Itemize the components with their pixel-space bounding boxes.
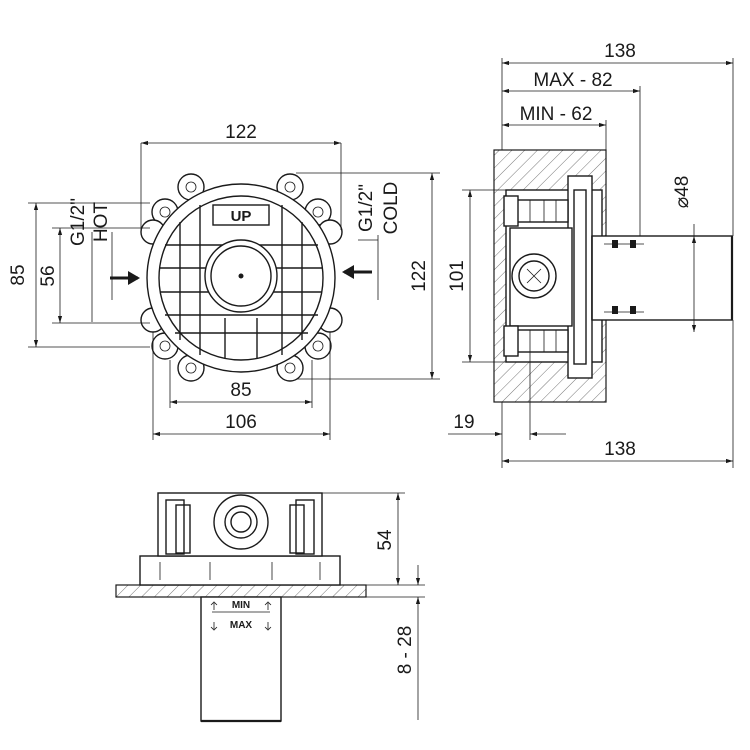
dim-side-min: MIN - 62	[502, 104, 607, 150]
dim-122-top: 122	[225, 122, 257, 143]
min-label: MIN	[232, 600, 250, 611]
hot-label: HOT	[91, 202, 112, 243]
dim-front-width-inner-bottom: 85	[169, 360, 313, 408]
cold-inlet-arrow	[342, 265, 372, 279]
dim-front-width-top: 122	[140, 122, 342, 230]
dim-138-bottom: 138	[604, 439, 636, 460]
bottom-view: MIN MAX 54 8 - 28	[115, 492, 425, 723]
dim-front-height-outer-left: 85	[8, 202, 150, 348]
wall-surface	[115, 584, 367, 598]
dim-side-total-bottom: 138	[502, 320, 734, 468]
dim-front-height-right: 122	[296, 172, 440, 380]
dim-56-left: 56	[38, 265, 59, 286]
dim-85-bottom: 85	[230, 380, 251, 401]
dim-front-width-outer-bottom: 106	[152, 332, 331, 440]
dim-bottom-height: 54	[322, 492, 425, 586]
max-label: MAX	[230, 620, 253, 631]
front-view: UP 122 122 G1/2" HOT G1/2"	[8, 122, 440, 440]
dim-max: MAX - 82	[533, 70, 612, 91]
dim-side-total-top: 138	[501, 41, 734, 236]
dim-bottom-range: 8 - 28	[366, 565, 425, 720]
dim-side-offset: 19	[448, 352, 566, 468]
dim-19: 19	[453, 412, 474, 433]
base-plate	[139, 555, 341, 586]
cold-label: COLD	[381, 182, 402, 235]
cold-thread-label: G1/2"	[356, 184, 377, 232]
dim-106-bottom: 106	[225, 412, 257, 433]
dim-side-max: MAX - 82	[502, 70, 641, 236]
dim-85-left: 85	[8, 264, 29, 285]
side-view: 138 MAX - 82 MIN - 62 ⌀48 101	[447, 41, 734, 468]
hot-thread-label: G1/2"	[68, 198, 89, 246]
dim-side-height: 101	[447, 189, 506, 363]
up-label: UP	[231, 208, 252, 225]
dim-122-right: 122	[409, 260, 430, 292]
up-marker	[212, 204, 270, 226]
hot-inlet-arrow	[110, 271, 140, 285]
dim-138-top: 138	[604, 41, 636, 62]
dim-8-28: 8 - 28	[395, 626, 416, 675]
dim-front-height-inner-left: 56	[38, 227, 150, 324]
dim-54: 54	[375, 529, 396, 551]
dim-min: MIN - 62	[520, 104, 593, 125]
spindle-bottom	[200, 596, 282, 722]
dim-101: 101	[447, 260, 468, 292]
dim-diameter-48: ⌀48	[672, 176, 693, 209]
dim-side-diameter: ⌀48	[672, 176, 697, 332]
